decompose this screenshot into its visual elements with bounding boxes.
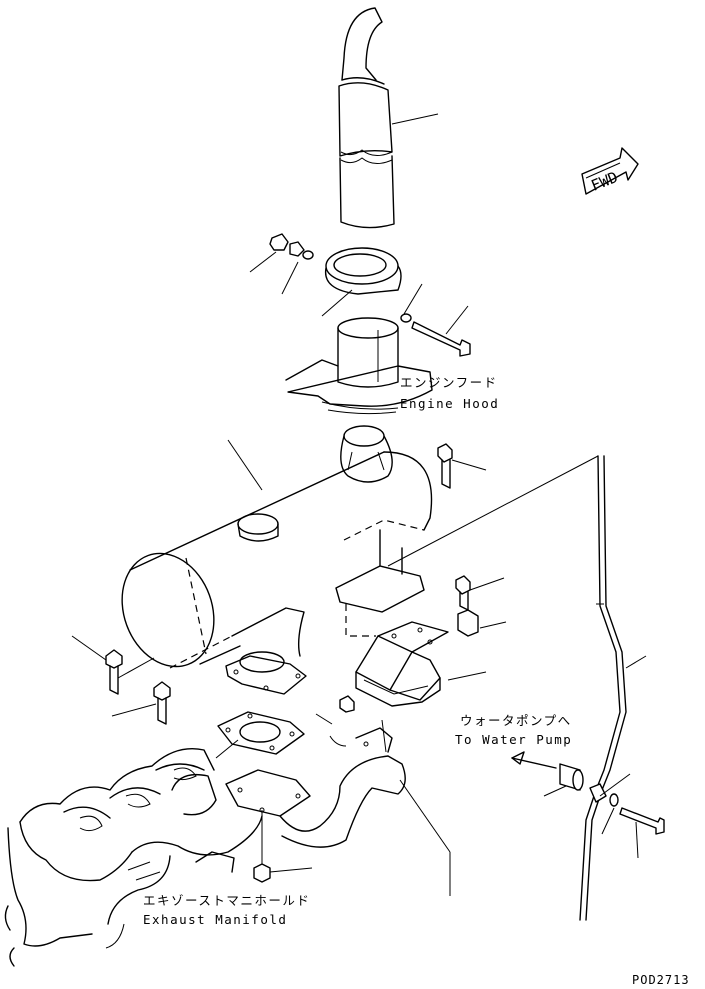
manifold-nut bbox=[253, 810, 313, 883]
exhaust-stack bbox=[338, 7, 439, 229]
water-pump-label-en: To Water Pump bbox=[455, 732, 573, 747]
water-pump-tube bbox=[387, 455, 665, 921]
engine-hood-label-jp: エンジンフード bbox=[400, 375, 498, 390]
gasket bbox=[215, 711, 305, 759]
muffler bbox=[121, 425, 433, 669]
clamp-hardware bbox=[249, 233, 471, 357]
mounting-bracket bbox=[339, 604, 487, 713]
drawing-number: POD2713 bbox=[632, 973, 690, 987]
fwd-label: FWD bbox=[588, 168, 620, 195]
exhaust-manifold-label-jp: エキゾーストマニホールド bbox=[143, 893, 311, 908]
engine-hood-label-en: Engine Hood bbox=[400, 396, 500, 411]
manifold-leader bbox=[105, 923, 125, 949]
water-pump-label-jp: ウォータポンプへ bbox=[460, 713, 572, 728]
hood-adapter bbox=[285, 317, 433, 415]
exhaust-manifold-label-en: Exhaust Manifold bbox=[143, 912, 288, 927]
exhaust-manifold bbox=[4, 713, 451, 967]
bolts-right bbox=[437, 443, 507, 637]
muffler-outlet bbox=[225, 529, 425, 695]
fwd-arrow-icon: FWD bbox=[581, 147, 639, 195]
bolts-left bbox=[71, 635, 171, 725]
